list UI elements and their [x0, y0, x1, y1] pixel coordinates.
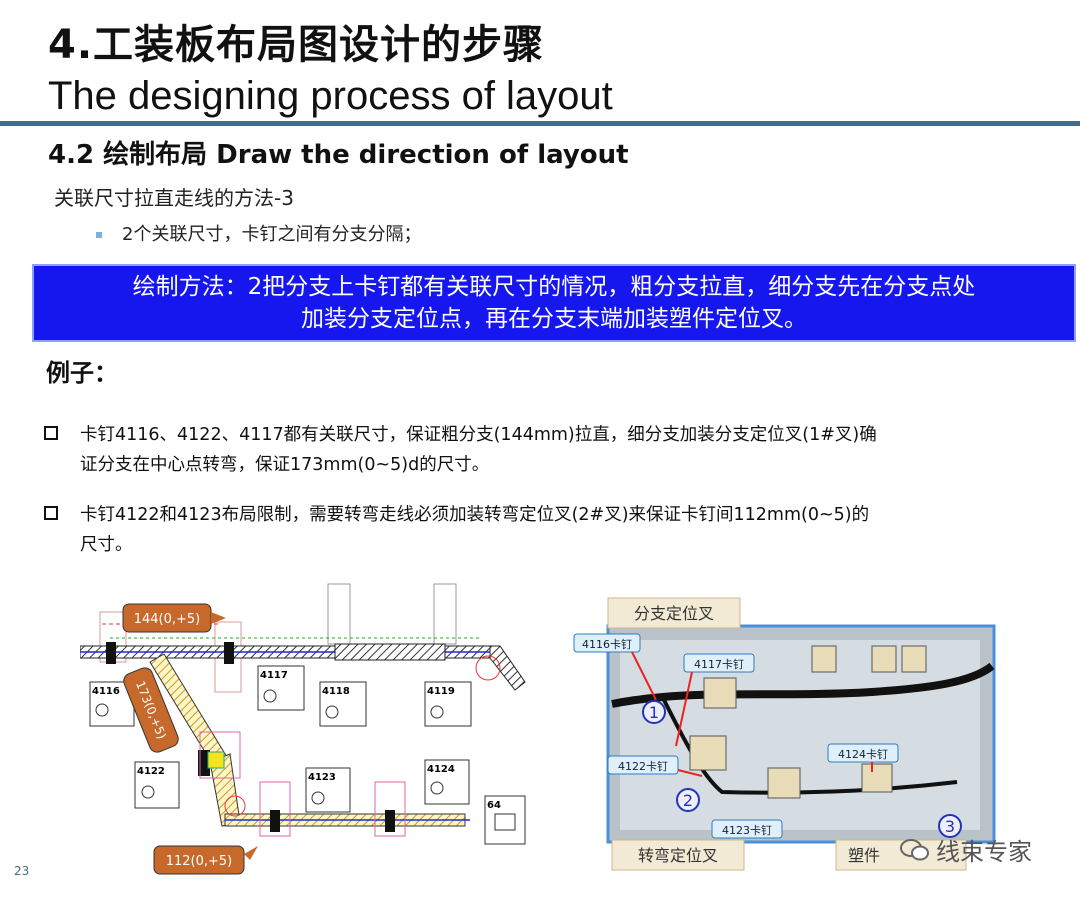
- marker-3: 3: [938, 814, 962, 838]
- clip-box-64: 64: [484, 795, 526, 845]
- section-title: 4.2 绘制布局 Draw the direction of layout: [48, 140, 629, 170]
- clip-label-4119: 4119: [427, 686, 455, 697]
- paragraph-1-line-1: 卡钉4116、4122、4117都有关联尺寸，保证粗分支(144mm)拉直，细分…: [80, 425, 877, 445]
- svg-text:3: 3: [945, 817, 955, 836]
- fixture-photo: 分支定位叉 4116卡钉 4117卡钉 4122卡钉 4124卡钉 4123卡钉…: [573, 597, 996, 871]
- watermark-text: 线束专家: [936, 838, 1032, 866]
- tag-4122-text: 4122卡钉: [618, 760, 668, 773]
- banner-line-2: 加装分支定位点，再在分支末端加装塑件定位叉。: [301, 306, 807, 332]
- checkbox-bullet-icon: [44, 426, 58, 440]
- checkbox-bullet-icon: [44, 506, 58, 520]
- clip-box-4118: 4118: [319, 681, 367, 727]
- clip-box-4119: 4119: [424, 681, 472, 727]
- paragraph-1-line-2: 证分支在中心点转弯，保证173mm(0~5)d的尺寸。: [80, 455, 490, 475]
- example-label: 例子：: [46, 359, 118, 387]
- label-branch-fork-text: 分支定位叉: [634, 604, 714, 623]
- svg-text:1: 1: [649, 703, 659, 722]
- tag-4117-text: 4117卡钉: [694, 658, 744, 671]
- dimension-112-label: 112(0,+5): [166, 854, 233, 869]
- page-number: 23: [14, 864, 30, 878]
- clip-label-4118: 4118: [322, 686, 350, 697]
- paragraph-2-line-1: 卡钉4122和4123布局限制，需要转弯走线必须加装转弯定位叉(2#叉)来保证卡…: [80, 505, 870, 525]
- clip-label-4122: 4122: [137, 766, 165, 777]
- clip-label-4117: 4117: [260, 670, 288, 681]
- marker-1: 1: [642, 700, 666, 724]
- label-turn-fork-text: 转弯定位叉: [638, 846, 718, 865]
- tag-4124: 4124卡钉: [827, 743, 899, 763]
- tag-4123: 4123卡钉: [711, 819, 783, 839]
- dimension-tag-112: 112(0,+5): [153, 845, 258, 875]
- bullet-text: 2个关联尺寸，卡钉之间有分支分隔；: [122, 224, 422, 245]
- clip-box-4124: 4124: [424, 759, 470, 805]
- clip-label-4124: 4124: [427, 764, 455, 775]
- clip-label-4116: 4116: [92, 686, 120, 697]
- method-banner: 绘制方法：2把分支上卡钉都有关联尺寸的情况，粗分支拉直，细分支先在分支点处 加装…: [32, 264, 1076, 342]
- wechat-icon: [900, 838, 929, 860]
- label-branch-fork: 分支定位叉: [607, 597, 741, 629]
- dimension-tag-144: 144(0,+5): [122, 603, 226, 633]
- clip-label-4123: 4123: [308, 772, 336, 783]
- label-plastic-fork-text: 塑件: [848, 846, 880, 865]
- tag-4116: 4116卡钉: [573, 633, 641, 653]
- method-title: 关联尺寸拉直走线的方法-3: [54, 186, 294, 210]
- title-divider: [0, 121, 1080, 126]
- label-turn-fork: 转弯定位叉: [611, 839, 745, 871]
- paragraph-2-line-2: 尺寸。: [80, 535, 133, 555]
- watermark: 线束专家: [900, 832, 1032, 867]
- tag-4117: 4117卡钉: [683, 653, 755, 673]
- dimension-144-label: 144(0,+5): [134, 612, 201, 627]
- tag-4124-text: 4124卡钉: [838, 748, 888, 761]
- clip-box-4122: 4122: [134, 761, 180, 809]
- tag-4123-text: 4123卡钉: [722, 824, 772, 837]
- banner-line-1: 绘制方法：2把分支上卡钉都有关联尺寸的情况，粗分支拉直，细分支先在分支点处: [132, 274, 976, 300]
- bullet-item: 2个关联尺寸，卡钉之间有分支分隔；: [96, 222, 421, 248]
- page-title-zh: 4.工装板布局图设计的步骤: [48, 22, 545, 68]
- bullet-square-icon: [96, 232, 102, 238]
- page-title-en: The designing process of layout: [48, 74, 613, 118]
- layout-drawing: 4116 4117 4118 4119 4122 4123 4124 64: [80, 582, 530, 878]
- clip-box-4123: 4123: [305, 767, 351, 813]
- example-paragraph-2: 卡钉4122和4123布局限制，需要转弯走线必须加装转弯定位叉(2#叉)来保证卡…: [44, 500, 1044, 560]
- example-paragraph-1: 卡钉4116、4122、4117都有关联尺寸，保证粗分支(144mm)拉直，细分…: [44, 420, 1044, 480]
- tag-4122: 4122卡钉: [607, 755, 679, 775]
- tag-4116-text: 4116卡钉: [582, 638, 632, 651]
- marker-2: 2: [676, 788, 700, 812]
- clip-label-64: 64: [487, 800, 501, 811]
- svg-text:2: 2: [683, 791, 693, 810]
- clip-box-4117: 4117: [257, 665, 305, 711]
